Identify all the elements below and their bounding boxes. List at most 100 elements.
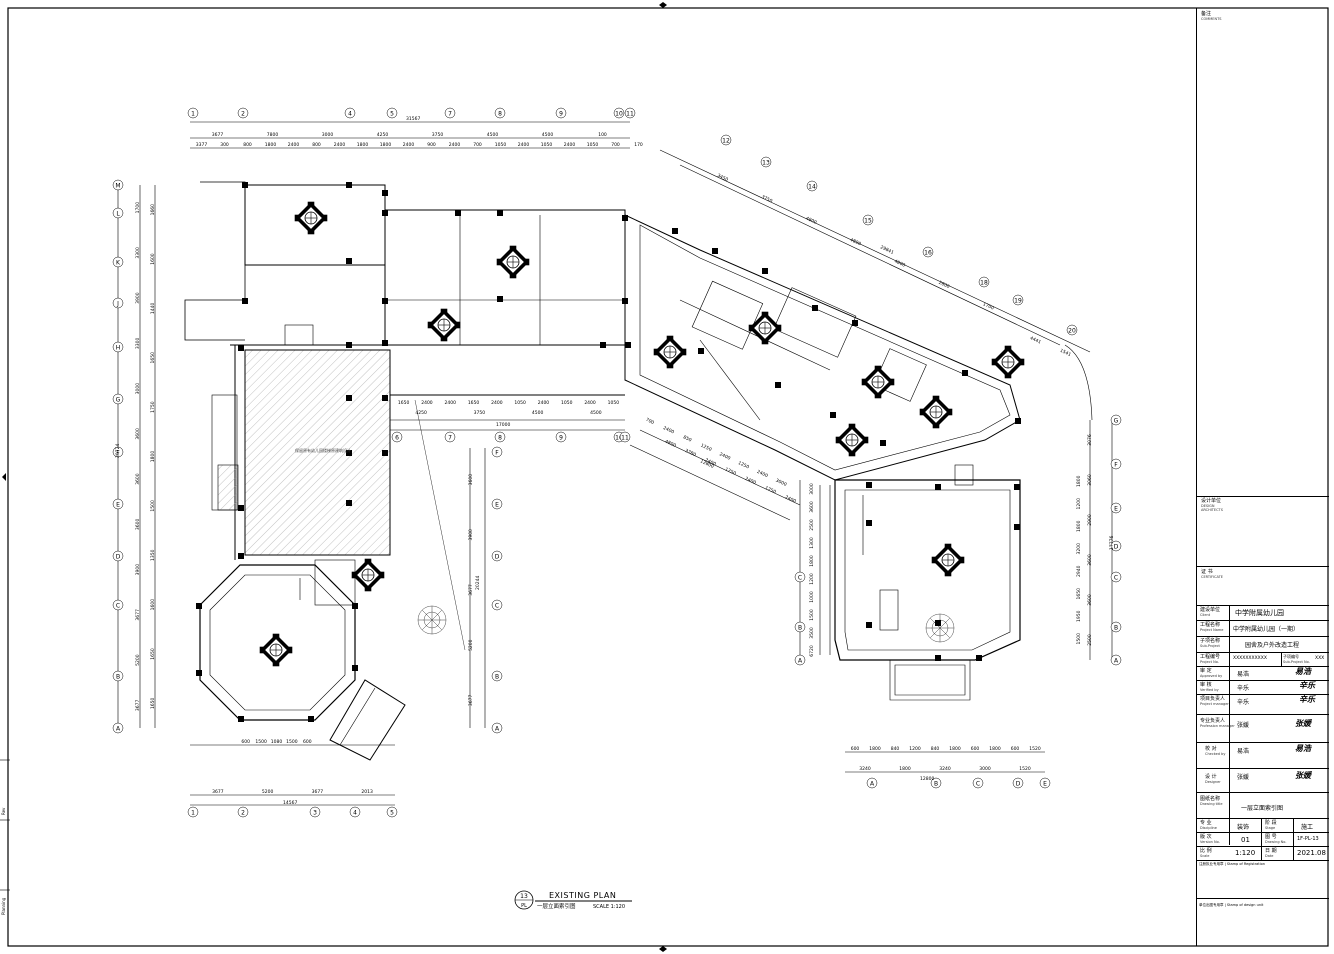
dim-diag-lower-5: 1250 — [764, 485, 777, 495]
dim-middle-row1-3: 1650 — [468, 400, 480, 406]
axis-top-4: 4 — [344, 107, 356, 119]
axis-left-E: E — [112, 498, 124, 510]
dim-diag-lower2-6: 2400 — [756, 469, 769, 479]
axis-mid-E: E — [491, 498, 503, 510]
axis-left-F: F — [112, 446, 124, 458]
discipline-value: 装饰 — [1237, 824, 1250, 831]
plan-tag-sheet: PL — [521, 903, 527, 909]
dim-right-col-left-6: 1000 — [809, 591, 815, 603]
dim-bottom-right-overall: 12800 — [920, 776, 934, 782]
dim-diag-lower-2: 2400 — [704, 457, 717, 467]
dim-top-row2-12: 700 — [473, 142, 482, 148]
dim-middle-row1-8: 2400 — [584, 400, 596, 406]
svg-text:8: 8 — [498, 111, 502, 118]
dim-diag-inner-1: 3750 — [760, 194, 773, 204]
axis-right-D: D — [1110, 540, 1122, 552]
dim-mid-vert-4: 3677 — [468, 695, 474, 707]
dim-bottom-left-row2-1: 5200 — [262, 789, 274, 795]
dim-diag-lower-1: 3780 — [684, 448, 697, 458]
dim-diag-inner-0: 3450 — [716, 173, 729, 183]
columns — [196, 182, 1021, 722]
dim-middle-row1-7: 1050 — [561, 400, 573, 406]
dim-left-inner-5: 1800 — [150, 451, 156, 463]
dim-top-row2-6: 2400 — [334, 142, 346, 148]
dim-top-row2-14: 2400 — [518, 142, 530, 148]
dim-mid-vert-0: 3600 — [468, 474, 474, 486]
dim-bottom-left-row1-1: 1500 — [255, 739, 267, 745]
dim-top-row2-9: 2400 — [403, 142, 415, 148]
dim-bottom-right-row1-2: 840 — [891, 746, 900, 752]
dim-bottom-left-row1-4: 600 — [303, 739, 312, 745]
dim-top-row2-18: 700 — [611, 142, 620, 148]
svg-text:F: F — [116, 450, 120, 457]
axis-diag-12: 12 — [720, 134, 732, 146]
axis-mid-bottom-7: 7 — [444, 431, 456, 443]
dim-top-row2-16: 2400 — [564, 142, 576, 148]
dim-bottom-right-row1-9: 1520 — [1029, 746, 1041, 752]
svg-text:18: 18 — [980, 280, 988, 287]
axis-diag-16: 16 — [922, 246, 934, 258]
axis-bottom-right-D: D — [1012, 777, 1024, 789]
svg-text:E: E — [116, 502, 120, 509]
axis-mid-B: B — [491, 670, 503, 682]
svg-text:13: 13 — [762, 160, 770, 167]
drawing-title-value: 一层立面索引图 — [1241, 805, 1284, 812]
dim-top-row1-5: 4500 — [487, 132, 499, 138]
svg-text:11: 11 — [621, 435, 629, 442]
dim-bottom-right-row2-0: 3240 — [859, 766, 871, 772]
dim-diag-lower-6: 2400 — [784, 494, 797, 504]
tree-right — [925, 613, 955, 643]
dim-bottom-right-row1-8: 600 — [1011, 746, 1020, 752]
dim-top-row2-7: 1800 — [357, 142, 369, 148]
svg-text:11: 11 — [626, 111, 634, 118]
axis-left-L: L — [112, 207, 124, 219]
dim-top-row2-8: 1800 — [380, 142, 392, 148]
dim-right-inner-0: 1800 — [1076, 475, 1082, 487]
dim-diag-inner-3: 4800 — [849, 237, 862, 247]
axis-mid-F: F — [491, 446, 503, 458]
svg-text:8: 8 — [498, 435, 502, 442]
dim-right-col-left-8: 3500 — [809, 627, 815, 639]
dim-left-seg-5: 3600 — [135, 428, 141, 440]
dim-right-vert-0: 3076 — [1087, 434, 1093, 446]
dim-top-row2-4: 2400 — [288, 142, 300, 148]
svg-text:4: 4 — [353, 810, 357, 817]
dim-right-overall: 17776 — [1109, 536, 1115, 550]
svg-text:5: 5 — [390, 111, 394, 118]
dim-bottom-right-row1-6: 600 — [971, 746, 980, 752]
axis-left-C: C — [112, 599, 124, 611]
hatched-note: 保留原有幼儿园楼梯原建筑设计 — [295, 447, 351, 453]
dim-left-seg-0: 1700 — [135, 202, 141, 214]
project-value: 中学附属幼儿园（一期） — [1233, 626, 1300, 633]
dim-right-col-left-9: 6720 — [809, 645, 815, 657]
date-value: 2021.08 — [1297, 849, 1326, 857]
axis-bottom-left-4: 4 — [349, 806, 361, 818]
dim-diag-lower2-5: 1250 — [737, 460, 750, 470]
svg-text:9: 9 — [559, 435, 563, 442]
axis-mid-D: D — [491, 550, 503, 562]
axis-diag-13: 13 — [760, 156, 772, 168]
svg-text:G: G — [1114, 418, 1119, 425]
axis-left-A: A — [112, 722, 124, 734]
dim-left-inner-0: 1660 — [150, 204, 156, 216]
designer-name: 张媛 — [1237, 774, 1250, 781]
svg-text:B: B — [1114, 625, 1118, 632]
axis-bottom-right-E: E — [1039, 777, 1051, 789]
dim-right-vert-3: 3600 — [1087, 554, 1093, 566]
dim-middle-row1-5: 1050 — [514, 400, 526, 406]
svg-text:B: B — [798, 625, 802, 632]
svg-text:4: 4 — [348, 111, 352, 118]
dim-left-inner-2: 1440 — [150, 303, 156, 315]
axis-left-G: G — [112, 393, 124, 405]
tree-left — [417, 605, 447, 635]
subproject-value: 园舍及户外改造工程 — [1245, 642, 1300, 649]
